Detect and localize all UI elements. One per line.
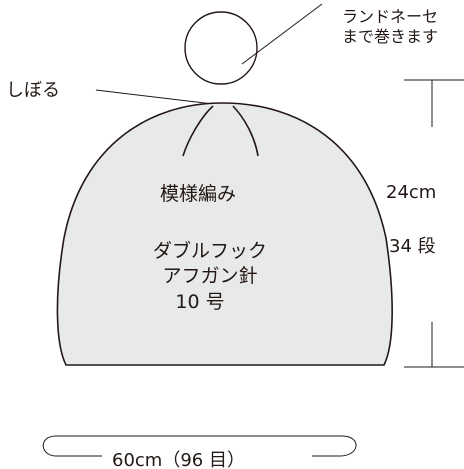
height-length-label: 24cm <box>386 182 436 203</box>
hook-size-label: 10 号 <box>175 291 224 313</box>
pompom-note-line-2: まで巻きます <box>342 27 438 46</box>
pompom-note-leader <box>241 3 323 65</box>
gather-stroke-right <box>232 105 259 157</box>
gather-stroke-left <box>182 105 214 157</box>
gather-leader <box>95 89 214 105</box>
width-label: 60cm（96 目） <box>112 450 245 469</box>
hook-label-line-2: アフガン針 <box>162 265 257 287</box>
pattern-label: 模様編み <box>160 183 236 205</box>
pompom-circle <box>184 11 258 85</box>
width-dim-bracket-left <box>42 435 102 457</box>
hat-body <box>56 102 393 366</box>
pompom-note-line-1: ランドネーセ <box>342 7 438 26</box>
width-dim-bracket-right <box>312 435 357 457</box>
height-rows-label: 34 段 <box>389 236 436 257</box>
gather-label: しぼる <box>6 80 60 101</box>
hook-label-line-1: ダブルフック <box>153 239 267 262</box>
